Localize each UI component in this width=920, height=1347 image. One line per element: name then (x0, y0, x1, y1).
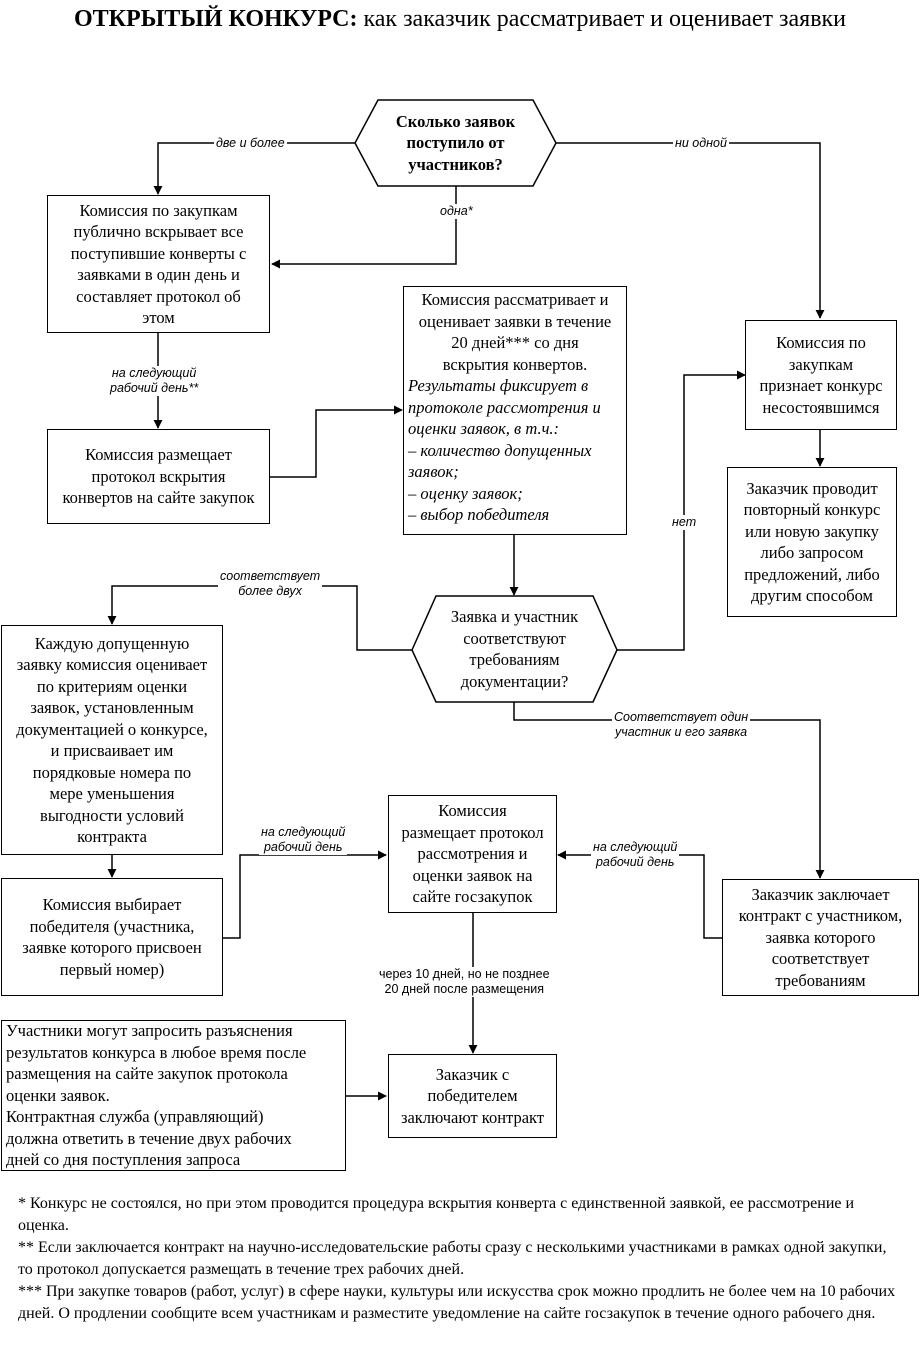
label-no: нет (670, 515, 699, 530)
title-rest: как заказчик рассматривает и оценивает з… (357, 6, 847, 32)
edge-two-or-more (153, 142, 355, 195)
title-bold: ОТКРЫТЫЙ КОНКУРС: (73, 6, 358, 32)
footnote-1: * Конкурс не состоялся, но при этом пров… (18, 1195, 855, 1234)
edge-winner-to-post-review (222, 850, 387, 939)
edge-none (556, 142, 825, 319)
decision-count-text: Сколько заявок поступило от участников? (395, 111, 516, 174)
page-title: ОТКРЫТЫЙ КОНКУРС: как заказчик рассматри… (0, 6, 920, 33)
label-two-or-more: две и более (214, 136, 287, 151)
edge-no (617, 370, 746, 651)
connector-lines (107, 99, 825, 1101)
decision-match-text: Заявка и участник соответствуют требован… (450, 607, 579, 691)
label-one: одна* (438, 204, 475, 219)
box-review-evaluate: Комиссия рассматривает и оценивает заявк… (403, 286, 627, 535)
edge-one (271, 186, 457, 269)
label-none: ни одной (673, 136, 729, 151)
footnote-2: ** Если заключается контракт на научно-и… (18, 1239, 887, 1278)
footnotes: * Конкурс не состоялся, но при этом пров… (18, 1193, 898, 1325)
edge-more-than-two (107, 585, 412, 651)
edge-post-to-review (270, 405, 403, 478)
footnote-3: *** При закупке товаров (работ, услуг) в… (18, 1283, 896, 1322)
